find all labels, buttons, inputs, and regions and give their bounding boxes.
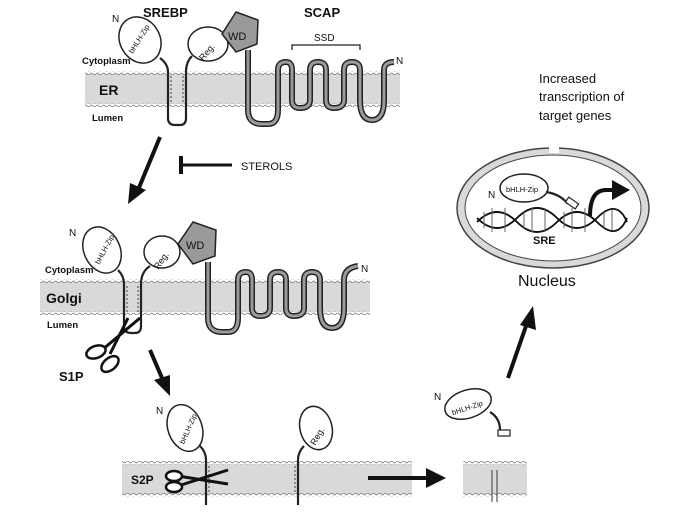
n-terminus-label: N [112, 14, 119, 25]
increased-line-3: target genes [539, 108, 612, 123]
bhlh-domain-shape [118, 16, 162, 64]
lumen-label-mid: Lumen [47, 320, 78, 331]
n-label-released: N [434, 392, 441, 403]
srebp-er: bHLH-Zip N Reg. WD [112, 11, 259, 127]
arrow-golgi-to-s2p [148, 349, 170, 396]
s1p-scissors-icon [85, 316, 141, 374]
scap-er: N SSD [245, 33, 403, 127]
scap-n-label: N [396, 56, 403, 67]
released-nterm: bHLH-Zip N [434, 388, 527, 502]
nucleus-label: Nucleus [518, 273, 576, 290]
lumen-label-top: Lumen [92, 113, 123, 124]
sterols-label: STEROLS [241, 161, 292, 173]
n-label-mid: N [69, 228, 76, 239]
wd-domain-shape [221, 11, 259, 53]
nucleus-panel: bHLH-Zip N SRE [456, 145, 650, 269]
n-label-nucleus: N [488, 190, 495, 201]
sterols-inhibition: STEROLS [179, 156, 292, 174]
scap-title: SCAP [304, 5, 340, 20]
scap-n-label-mid: N [361, 264, 368, 275]
golgi-membrane-panel: Cytoplasm Golgi Lumen bHLH-Zip N Reg. WD… [40, 221, 370, 384]
increased-line-1: Increased [539, 71, 596, 86]
s2p-label: S2P [131, 473, 154, 487]
s2p-scissors-icon [164, 468, 229, 494]
dna-helix-icon [476, 207, 628, 233]
wd-label-mid: WD [186, 240, 204, 252]
er-membrane-panel: Cytoplasm ER Lumen SREBP SCAP bHLH-Zip N… [82, 5, 403, 127]
reg-domain-shape [187, 26, 229, 62]
s2p-membrane-panel: S2P bHLH-Zip N Reg. [122, 403, 412, 505]
bhlh-label-nucleus: bHLH-Zip [506, 185, 538, 194]
arrow-er-to-golgi [128, 136, 162, 204]
n-label-bot: N [156, 406, 163, 417]
srebp-cleaved-nterm: bHLH-Zip N [156, 403, 210, 505]
srebp-golgi: bHLH-Zip N Reg. WD [69, 221, 217, 335]
wd-label-top: WD [228, 31, 246, 43]
arrow-to-nucleus [506, 306, 536, 379]
cytoplasm-label-top: Cytoplasm [82, 56, 131, 67]
s1p-label: S1P [59, 369, 84, 384]
cytoplasm-label-mid: Cytoplasm [45, 265, 94, 276]
arrow-s2p-to-released [368, 468, 446, 488]
er-label: ER [99, 82, 118, 98]
scap-golgi: N [205, 262, 368, 335]
transcription-arrow-icon [612, 180, 630, 200]
increased-line-2: transcription of [539, 89, 625, 104]
srebp-reg-remnant: Reg. [294, 405, 334, 505]
ssd-label: SSD [314, 33, 335, 44]
golgi-label: Golgi [46, 290, 82, 306]
sre-label: SRE [533, 235, 556, 247]
srebp-title: SREBP [143, 5, 188, 20]
